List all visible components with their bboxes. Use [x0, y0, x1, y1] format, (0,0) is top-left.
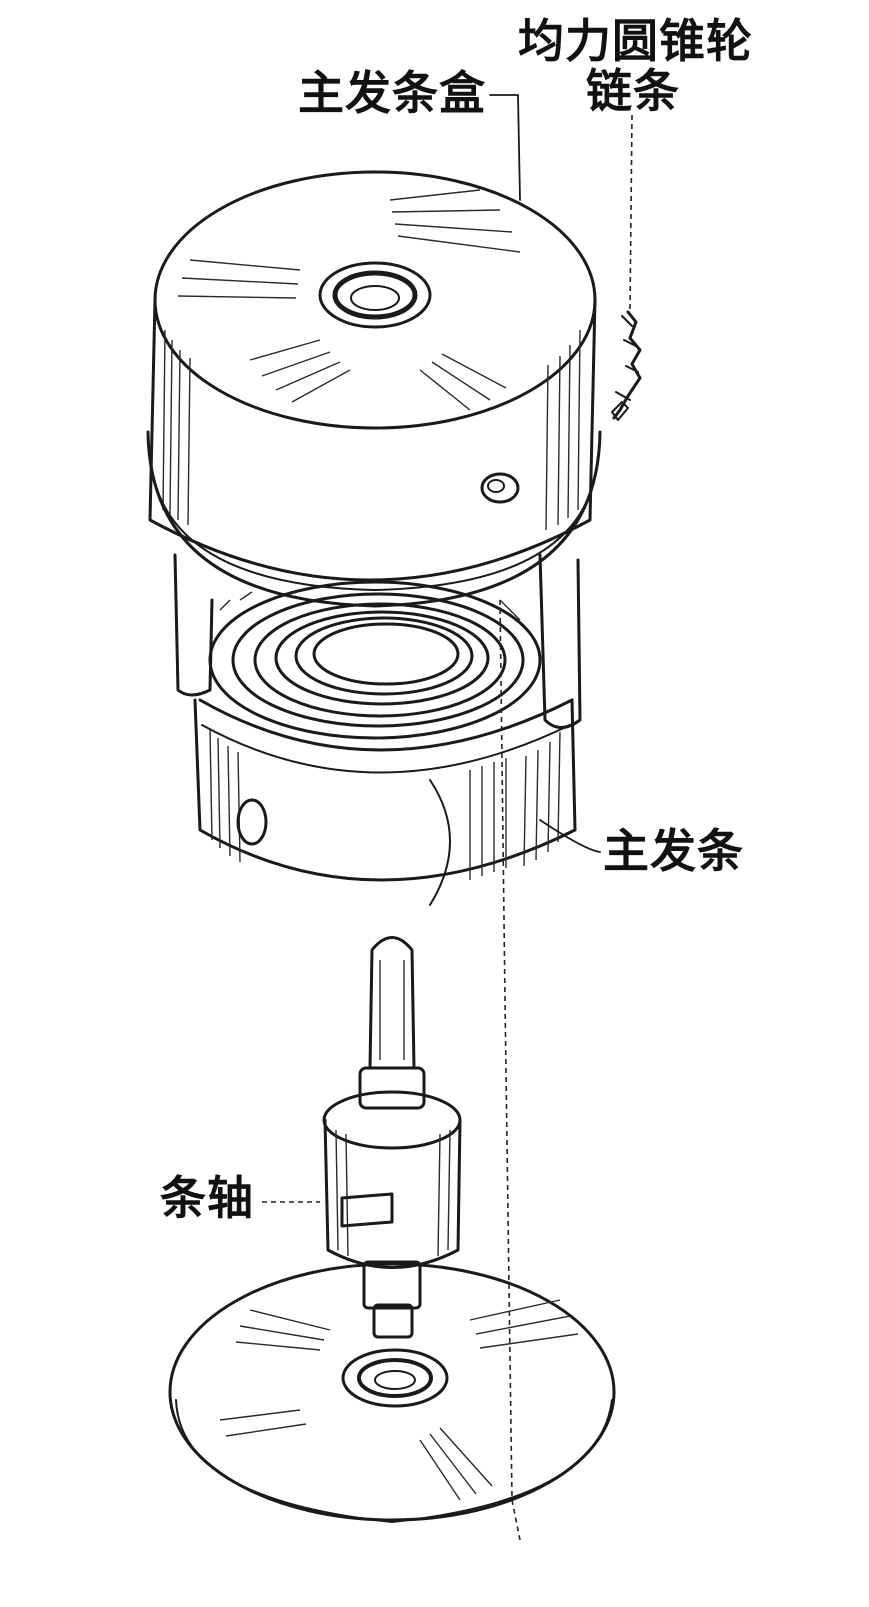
label-barrel: 主发条盒	[298, 66, 486, 120]
label-fusee-chain-line2: 链条	[586, 64, 680, 118]
barrel-bottom-disk	[168, 1262, 616, 1523]
mainspring-coil	[173, 553, 582, 740]
barrel-cover	[146, 170, 602, 608]
label-fusee-chain-line1: 均力圆锥轮	[518, 14, 753, 68]
label-arbor: 条轴	[160, 1171, 254, 1225]
barrel-body	[193, 698, 577, 906]
assembly-axis-line	[499, 599, 521, 1541]
leader-chain	[629, 114, 633, 311]
fusee-chain	[611, 310, 642, 421]
arbor-shaft	[322, 936, 462, 1339]
label-mainspring: 主发条	[603, 824, 744, 878]
leader-mainspring	[539, 819, 601, 853]
leader-barrel	[489, 94, 521, 201]
